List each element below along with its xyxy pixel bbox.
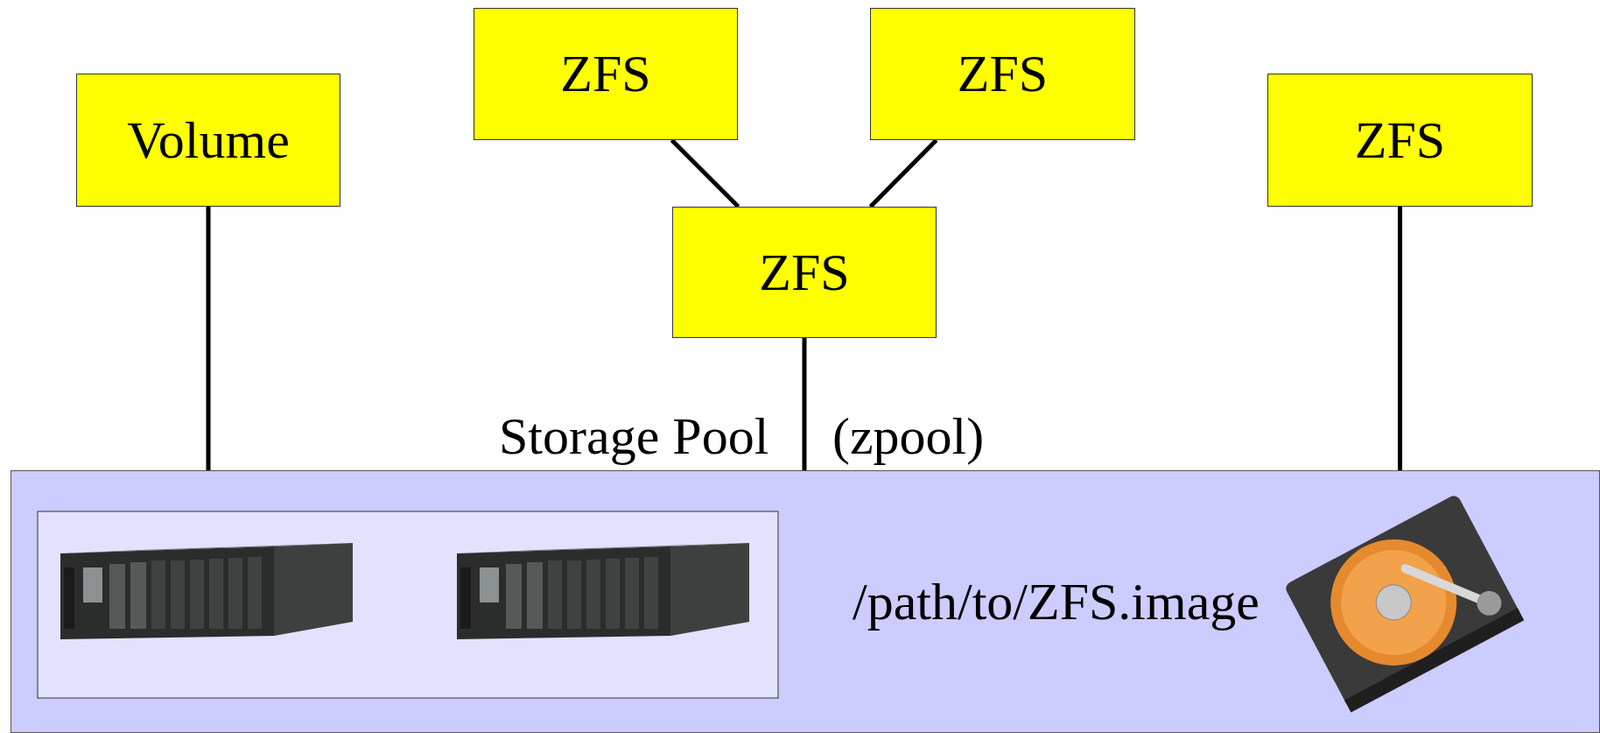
filesystem-box: ZFS <box>672 206 937 338</box>
filesystem-box: ZFS <box>473 7 738 141</box>
pool-heading: Storage Pool <box>498 406 769 467</box>
image-path: /path/to/ZFS.image <box>852 571 1260 632</box>
hard-disk <box>1283 493 1524 713</box>
disk-array <box>456 542 750 639</box>
connector-line <box>870 140 937 207</box>
disk-arm <box>1405 540 1490 631</box>
disk-pivot <box>1472 586 1506 620</box>
box-label: ZFS <box>957 43 1048 105</box>
filesystem-box: ZFS <box>1267 73 1533 207</box>
connector-line <box>206 206 211 471</box>
storage-pool-band: Storage Pool(zpool)/path/to/ZFS.image <box>10 470 1600 733</box>
box-label: ZFS <box>758 242 850 303</box>
pool-illustration <box>11 470 1600 732</box>
disk-platter <box>1308 517 1480 688</box>
connector-line <box>672 140 739 207</box>
array-group-box <box>37 511 779 698</box>
disk-platter <box>1322 531 1465 674</box>
disk-array <box>60 542 353 639</box>
filesystem-box: ZFS <box>870 7 1136 141</box>
pool-heading-note: (zpool) <box>832 406 984 467</box>
disk-spindle <box>1369 578 1418 626</box>
volume-box: Volume <box>76 73 341 207</box>
box-label: ZFS <box>560 43 651 105</box>
connector-line <box>802 337 808 471</box>
box-label: ZFS <box>1354 110 1446 171</box>
connector-line <box>1397 206 1403 471</box>
box-label: Volume <box>126 110 290 171</box>
